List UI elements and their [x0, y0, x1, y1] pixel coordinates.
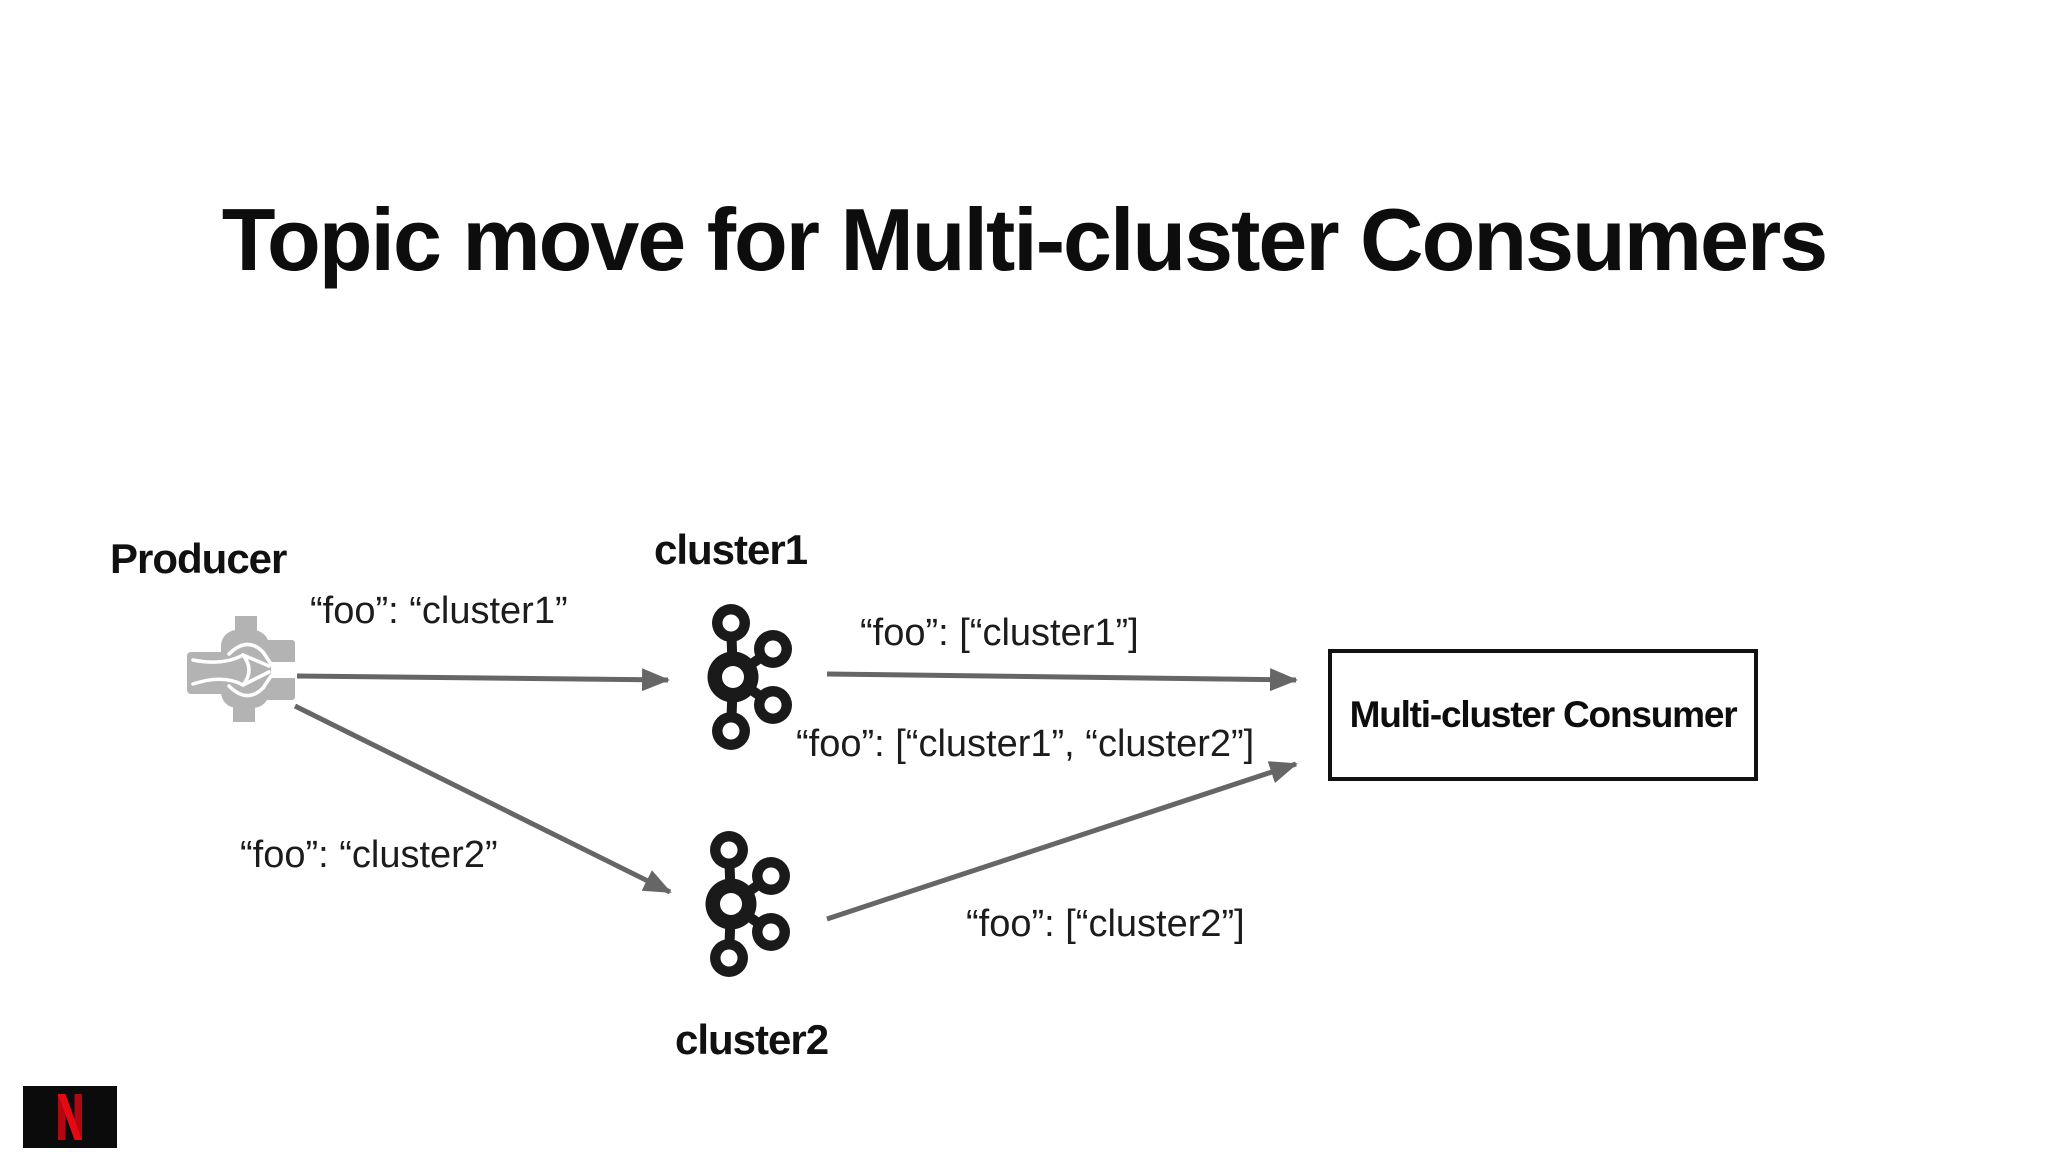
arrow-producer-to-cluster1 [296, 668, 670, 692]
cluster2-label: cluster2 [675, 1016, 829, 1063]
netflix-n-icon [58, 1094, 82, 1140]
consumer-label: Multi-cluster Consumer [1349, 694, 1738, 735]
producer-icon [183, 610, 295, 725]
edge-label-producer-cluster1: “foo”: “cluster1” [310, 590, 568, 632]
kafka-cluster1-icon [697, 600, 801, 754]
edge-label-cluster1-cluster2-consumer: “foo”: [“cluster1”, “cluster2”] [796, 723, 1255, 765]
netflix-n-logo [23, 1086, 117, 1148]
kafka-cluster2-icon [695, 827, 799, 981]
arrow-cluster1-to-consumer [826, 668, 1298, 692]
cluster1-label: cluster1 [654, 526, 808, 573]
edge-label-producer-cluster2: “foo”: “cluster2” [240, 834, 498, 876]
producer-label: Producer [110, 535, 287, 582]
arrow-producer-to-cluster2 [293, 703, 672, 895]
edge-label-cluster1-consumer: “foo”: [“cluster1”] [860, 612, 1139, 654]
consumer-box: Multi-cluster Consumer [1328, 649, 1758, 781]
page-title: Topic move for Multi-cluster Consumers [221, 189, 1828, 289]
edge-label-cluster2-consumer: “foo”: [“cluster2”] [966, 903, 1245, 945]
arrow-cluster2-to-consumer [826, 761, 1298, 922]
